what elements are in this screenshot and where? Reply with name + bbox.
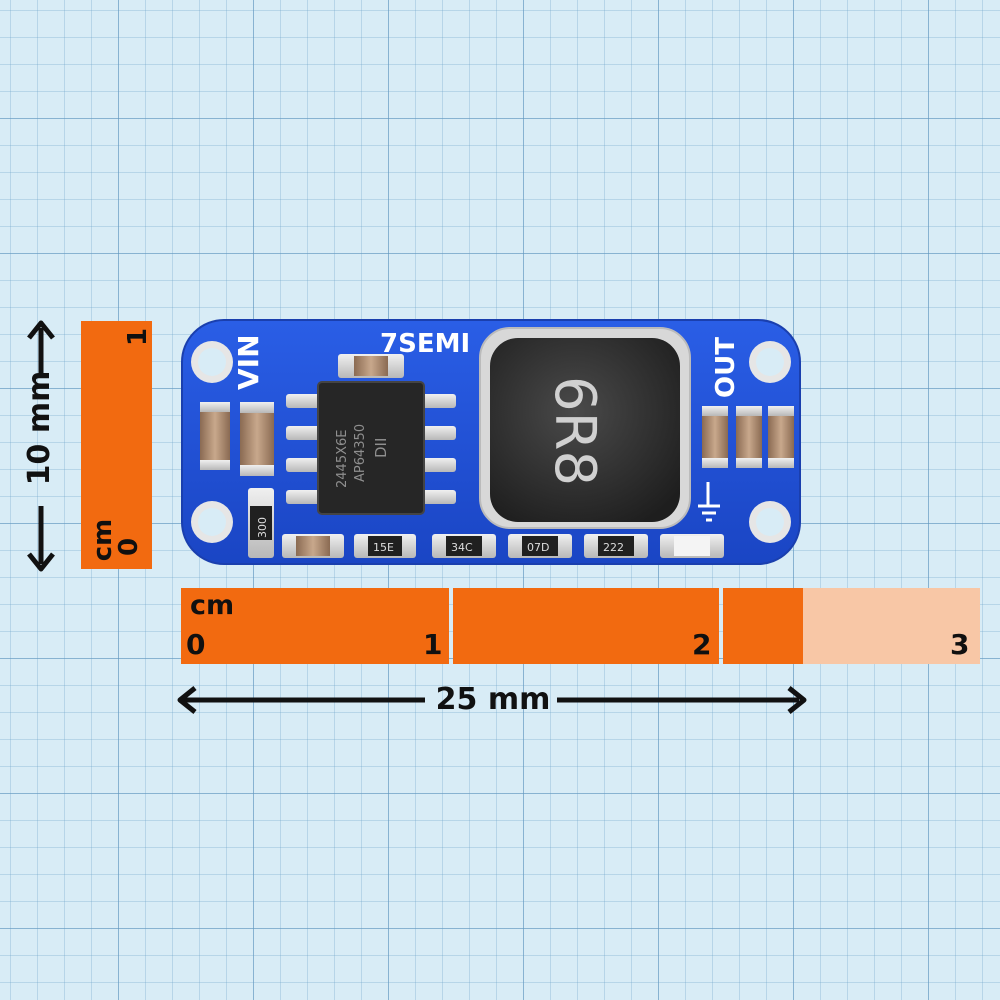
resistor-15e: 15E (354, 534, 416, 558)
svg-text:07D: 07D (527, 541, 549, 554)
svg-text:2445X6E: 2445X6E (335, 430, 350, 488)
vertical-dimension-arrow (27, 320, 55, 572)
horizontal-ruler-tick-3: 3 (950, 628, 970, 661)
horizontal-ruler-segment-2 (453, 588, 719, 664)
inductor-marking: 6R8 (542, 376, 607, 486)
horizontal-ruler-tick-2: 2 (692, 628, 712, 661)
output-capacitor-3 (768, 406, 794, 468)
vertical-ruler-tick-1: 1 (123, 327, 153, 347)
svg-text:AP64350: AP64350 (353, 424, 368, 482)
output-capacitor-2 (736, 406, 762, 468)
vertical-ruler (81, 321, 152, 569)
horizontal-ruler-tick-0: 0 (186, 628, 206, 661)
svg-text:15E: 15E (373, 541, 394, 554)
horizontal-dimension-label: 25 mm (435, 682, 551, 717)
vertical-dimension-label: 10 mm (22, 370, 57, 486)
input-capacitor-1 (200, 402, 230, 470)
out-label: OUT (711, 337, 741, 398)
mounting-hole-bottom-left (191, 501, 233, 543)
led (660, 534, 724, 558)
mounting-hole-top-left (191, 341, 233, 383)
ground-symbol (698, 482, 720, 522)
svg-text:222: 222 (603, 541, 624, 554)
buck-converter-board: VIN OUT 7SEMI (181, 319, 801, 565)
vertical-ruler-tick-0: 0 (114, 537, 144, 557)
bootstrap-capacitor (338, 354, 404, 378)
horizontal-ruler-segment-3 (723, 588, 803, 664)
resistor-34c: 34C (432, 534, 496, 558)
horizontal-ruler-unit: cm (190, 590, 235, 621)
resistor-222: 222 (584, 534, 648, 558)
output-capacitor-1 (702, 406, 728, 468)
vin-label: VIN (232, 334, 265, 390)
resistor-300: 300 (248, 488, 274, 558)
horizontal-ruler-segment-1 (181, 588, 449, 664)
bottom-capacitor (282, 534, 344, 558)
horizontal-ruler-tick-1: 1 (423, 628, 443, 661)
mounting-hole-bottom-right (749, 501, 791, 543)
horizontal-ruler-extension (803, 588, 980, 664)
svg-text:DII: DII (372, 438, 390, 458)
power-inductor: 6R8 (479, 327, 691, 529)
horizontal-dimension-arrow (177, 686, 807, 714)
svg-text:300: 300 (256, 517, 269, 538)
regulator-ic: DII AP64350 2445X6E (286, 381, 456, 515)
input-capacitor-2 (240, 402, 274, 476)
svg-text:34C: 34C (451, 541, 473, 554)
resistor-07d: 07D (508, 534, 572, 558)
mounting-hole-top-right (749, 341, 791, 383)
